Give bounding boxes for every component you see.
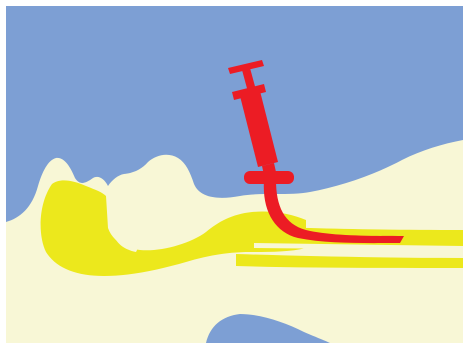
airway-syringe-diagram (0, 0, 463, 343)
illustration-canvas (0, 0, 463, 343)
